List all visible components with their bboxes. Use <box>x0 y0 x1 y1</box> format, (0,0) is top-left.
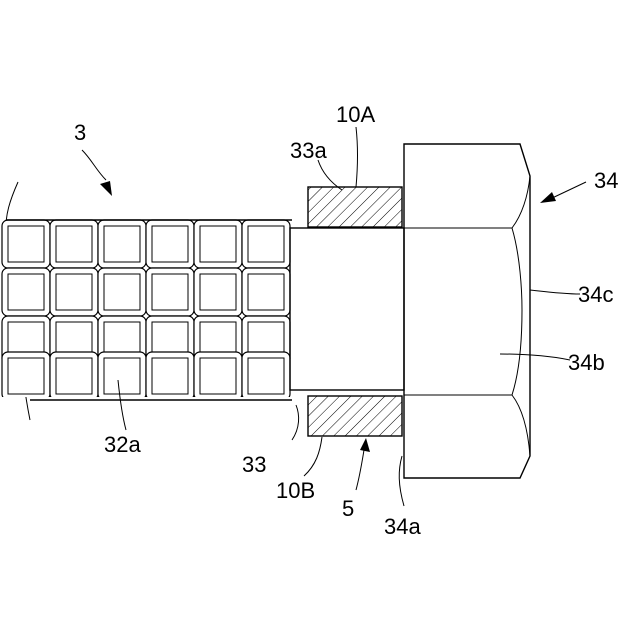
knurl-cell <box>50 268 98 316</box>
shaft <box>290 228 404 390</box>
label-34a: 34a <box>384 514 421 539</box>
knurl-cell <box>98 268 146 316</box>
washer-10b <box>308 396 402 436</box>
knurl-cell <box>194 268 242 316</box>
label-34c: 34c <box>578 282 613 307</box>
leader-34b <box>500 354 570 360</box>
knurl-cell <box>50 352 98 400</box>
nut-mid-curve <box>512 228 522 395</box>
knurl-cell <box>242 268 290 316</box>
knurl-cell <box>146 268 194 316</box>
arrow-3 <box>100 181 112 196</box>
knurl-cell <box>146 352 194 400</box>
label-5: 5 <box>342 496 354 521</box>
label-3: 3 <box>74 120 86 145</box>
knurl-cell <box>242 352 290 400</box>
nut-chamfer-bottom <box>404 395 530 456</box>
washer-10a <box>308 187 402 227</box>
knurl-cell <box>146 220 194 268</box>
leader-5 <box>356 450 364 490</box>
leader-33 <box>292 405 299 440</box>
label-33a: 33a <box>290 138 327 163</box>
label-33: 33 <box>242 452 266 477</box>
label-34b: 34b <box>568 350 605 375</box>
knurl-cell <box>194 220 242 268</box>
label-34: 34 <box>594 168 618 193</box>
leader-10a <box>356 127 358 187</box>
leader-10b <box>304 437 322 476</box>
knurl-cell <box>242 220 290 268</box>
leader-3 <box>82 150 106 180</box>
nut-chamfer-top <box>404 176 530 228</box>
label-32a: 32a <box>104 432 141 457</box>
knurl-cell <box>2 352 50 400</box>
leader-33a <box>318 160 342 190</box>
knurl-cell <box>50 220 98 268</box>
knurl-cell <box>2 220 50 268</box>
label-10b: 10B <box>276 478 315 503</box>
arrow-5 <box>360 438 370 452</box>
arrow-34 <box>540 192 556 203</box>
label-10a: 10A <box>336 102 375 127</box>
knurl-cell <box>98 220 146 268</box>
knurled-grip <box>2 220 290 400</box>
hex-nut <box>404 144 530 478</box>
leader-34c <box>530 290 580 294</box>
knurl-cell <box>98 352 146 400</box>
leader-34a <box>399 456 404 506</box>
knurl-cell <box>2 268 50 316</box>
knurl-cell <box>194 352 242 400</box>
